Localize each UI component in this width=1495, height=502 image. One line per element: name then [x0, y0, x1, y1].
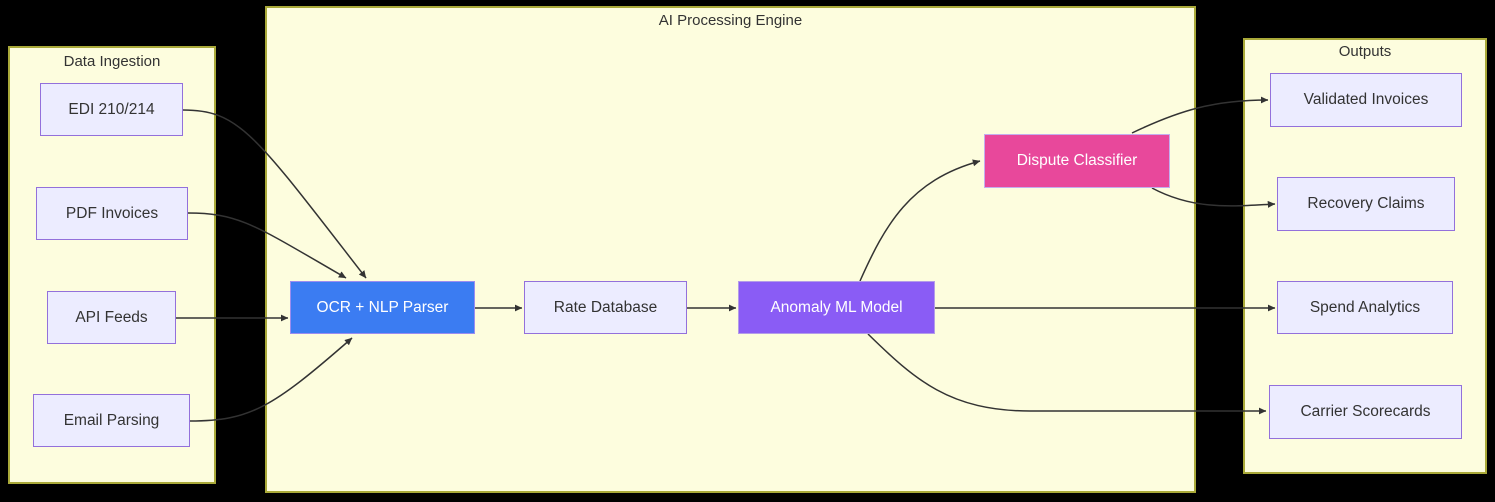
node-rate-database: Rate Database: [524, 281, 687, 334]
node-validated-invoices-label: Validated Invoices: [1303, 91, 1429, 108]
cluster-data-ingestion-title: Data Ingestion: [63, 53, 161, 70]
node-anomaly-ml-model: Anomaly ML Model: [738, 281, 935, 334]
node-pdf-invoices: PDF Invoices: [36, 187, 188, 240]
edge-anomaly-to-carrier: [867, 333, 1267, 415]
edge-dispute-to-recovery: [1151, 187, 1276, 208]
edge-pdf-to-ocr: [187, 212, 347, 279]
edge-email-to-ocr: [189, 337, 353, 422]
node-api-feeds-label: API Feeds: [75, 308, 148, 326]
node-api-feeds: API Feeds: [47, 291, 176, 344]
cluster-ai-processing-engine-title: AI Processing Engine: [658, 12, 803, 29]
node-edi-210-214-label: EDI 210/214: [68, 100, 155, 118]
node-spend-analytics: Spend Analytics: [1277, 281, 1453, 334]
edge-dispute-to-validated: [1131, 96, 1269, 134]
node-anomaly-ml-model-label: Anomaly ML Model: [770, 298, 903, 316]
node-dispute-classifier-label: Dispute Classifier: [1016, 152, 1138, 169]
edge-anomaly-to-dispute: [859, 159, 981, 282]
edge-edi-to-ocr: [182, 109, 367, 279]
node-validated-invoices: Validated Invoices: [1270, 73, 1462, 127]
node-recovery-claims: Recovery Claims: [1277, 177, 1455, 231]
node-pdf-invoices-label: PDF Invoices: [65, 204, 159, 222]
cluster-ai-processing-engine: AI Processing Engine: [265, 6, 1196, 493]
node-spend-analytics-label: Spend Analytics: [1309, 298, 1421, 316]
node-email-parsing-label: Email Parsing: [63, 411, 160, 429]
node-rate-database-label: Rate Database: [553, 298, 658, 316]
node-dispute-classifier: Dispute Classifier: [984, 134, 1170, 188]
cluster-outputs-title: Outputs: [1338, 43, 1392, 60]
node-ocr-nlp-parser: OCR + NLP Parser: [290, 281, 475, 334]
node-carrier-scorecards-label: Carrier Scorecards: [1300, 403, 1431, 420]
node-edi-210-214: EDI 210/214: [40, 83, 183, 136]
node-carrier-scorecards: Carrier Scorecards: [1269, 385, 1462, 439]
node-email-parsing: Email Parsing: [33, 394, 190, 447]
node-ocr-nlp-parser-label: OCR + NLP Parser: [316, 298, 449, 316]
node-recovery-claims-label: Recovery Claims: [1307, 195, 1425, 212]
